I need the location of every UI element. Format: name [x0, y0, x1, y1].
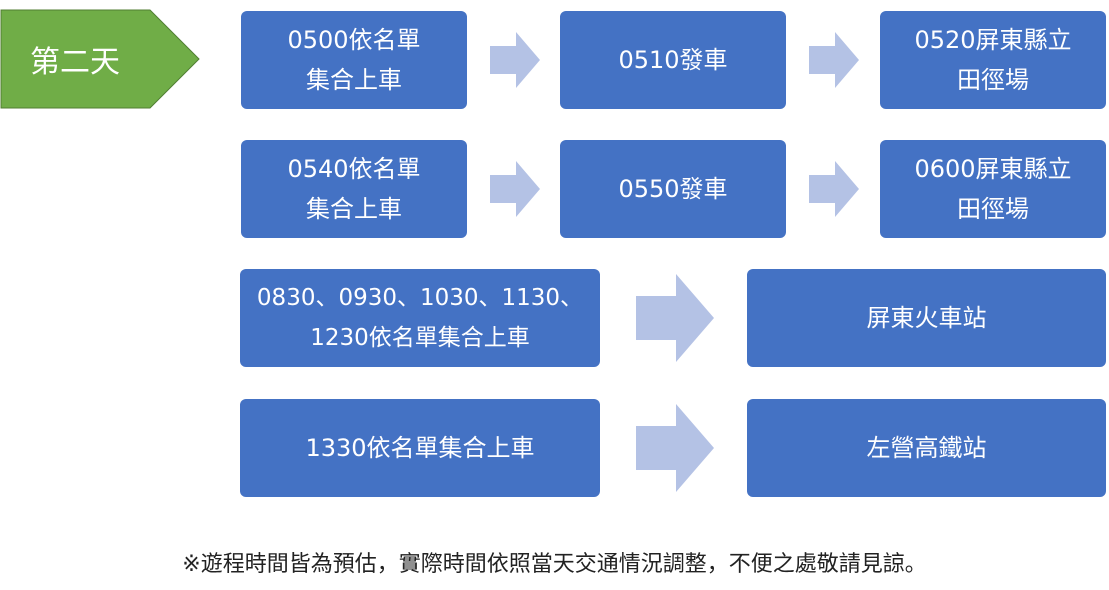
arrow-right-icon — [809, 161, 859, 217]
step-text: 田徑場 — [956, 195, 1029, 223]
step-box: 0540依名單 集合上車 — [241, 140, 467, 238]
day-banner: 第二天 — [0, 9, 200, 109]
footnote: ※遊程時間皆為預估，實際時間依照當天交通情況調整，不便之處敬請見諒。 — [182, 552, 927, 577]
step-text: 田徑場 — [956, 66, 1029, 94]
step-text: 1230依名單集合上車 — [310, 325, 530, 351]
step-text: 0500依名單 — [287, 26, 421, 54]
day-label: 第二天 — [30, 45, 120, 80]
step-box: 1330依名單集合上車 — [240, 399, 600, 497]
step-text: 1330依名單集合上車 — [305, 434, 535, 462]
arrow-right-icon — [490, 161, 540, 217]
arrow-right-icon — [636, 274, 714, 362]
arrow-right-icon — [490, 32, 540, 88]
step-box: 左營高鐵站 — [747, 399, 1106, 497]
arrow-right-icon — [636, 404, 714, 492]
step-text: 屏東火車站 — [866, 304, 987, 332]
step-text: 0510發車 — [618, 46, 728, 74]
arrow-right-icon — [809, 32, 859, 88]
step-box: 0500依名單 集合上車 — [241, 11, 467, 109]
step-box: 屏東火車站 — [747, 269, 1106, 367]
step-text: 0600屏東縣立 — [914, 155, 1072, 183]
step-text: 0520屏東縣立 — [914, 26, 1072, 54]
step-box: 0510發車 — [560, 11, 786, 109]
step-box: 0520屏東縣立 田徑場 — [880, 11, 1106, 109]
step-text: 集合上車 — [305, 66, 402, 94]
day-banner-shape — [0, 9, 200, 109]
step-text: 0550發車 — [618, 175, 728, 203]
step-text: 左營高鐵站 — [866, 434, 987, 462]
step-box: 0830、0930、1030、1130、 1230依名單集合上車 — [240, 269, 600, 367]
step-text: 0830、0930、1030、1130、 — [256, 285, 584, 311]
step-text: 集合上車 — [305, 195, 402, 223]
step-box: 0600屏東縣立 田徑場 — [880, 140, 1106, 238]
step-text: 0540依名單 — [287, 155, 421, 183]
step-box: 0550發車 — [560, 140, 786, 238]
